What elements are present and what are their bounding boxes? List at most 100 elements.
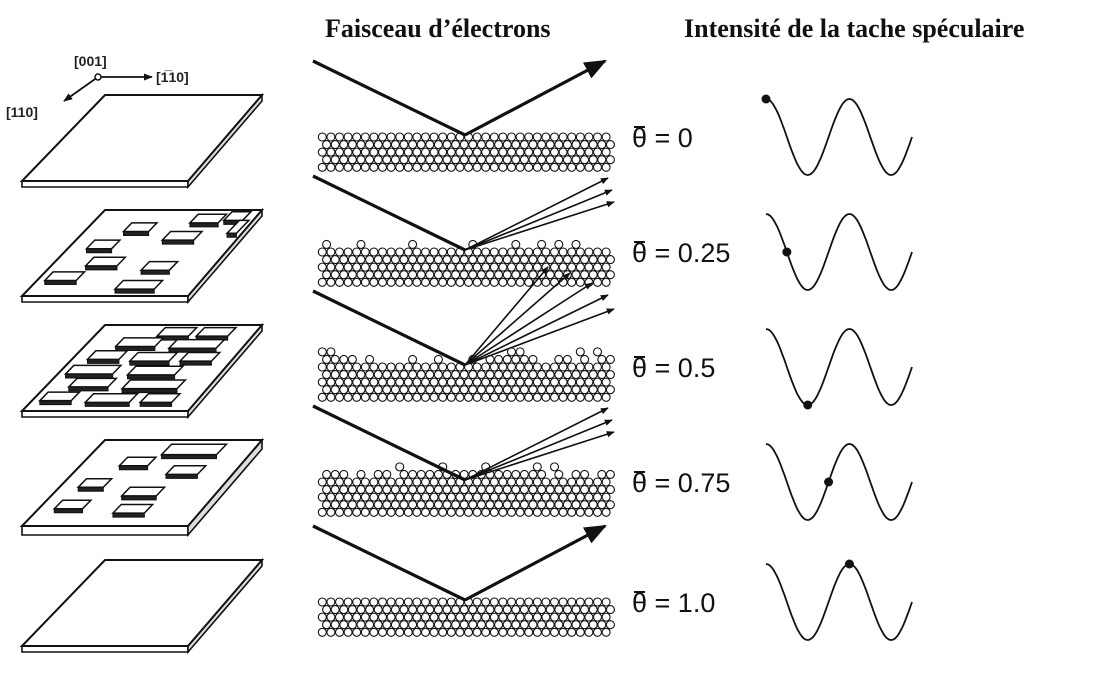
atom (352, 392, 362, 402)
atom (592, 147, 603, 157)
atom (347, 270, 357, 280)
atom (567, 597, 577, 607)
atom (438, 507, 448, 517)
atom (347, 370, 357, 380)
atom (506, 277, 517, 287)
atom (541, 377, 551, 387)
island (194, 326, 238, 337)
adatom (519, 469, 529, 479)
atom (545, 620, 555, 630)
atom (494, 620, 504, 630)
atom (549, 392, 560, 402)
atom (322, 485, 332, 495)
atom (584, 507, 594, 517)
atom (425, 155, 435, 165)
atom (580, 270, 590, 280)
atom (601, 162, 611, 172)
atom (334, 162, 345, 172)
atom (524, 247, 534, 257)
atom (584, 597, 594, 607)
atom (386, 477, 396, 487)
atom (459, 385, 469, 395)
atom (360, 627, 370, 637)
atom (416, 385, 426, 395)
atom (567, 162, 577, 172)
intensity-curve-2 (765, 328, 913, 410)
atom (369, 147, 379, 157)
atom (352, 597, 362, 607)
atom (347, 140, 357, 150)
atom (386, 492, 396, 502)
island (67, 377, 119, 388)
atom (549, 597, 560, 607)
atom (541, 247, 551, 257)
atom (592, 612, 603, 622)
intensity-curve-3 (765, 443, 913, 521)
atom (395, 507, 405, 517)
atom (567, 627, 577, 637)
adatom (605, 469, 615, 479)
atom (446, 477, 456, 487)
atom (554, 155, 564, 165)
atom (352, 262, 362, 272)
atom (317, 262, 327, 272)
atom (472, 392, 482, 402)
atom (541, 507, 551, 517)
atom (575, 362, 585, 372)
atom (506, 362, 517, 372)
intensity-curve-4 (765, 559, 913, 641)
atom (343, 277, 353, 287)
atom (403, 612, 413, 622)
diffracted-ray (464, 308, 615, 366)
atom (605, 385, 615, 395)
atom (532, 392, 542, 402)
atom (558, 262, 568, 272)
island (83, 393, 140, 404)
atom (519, 605, 529, 615)
atom (429, 507, 439, 517)
atom (588, 605, 598, 615)
atom (481, 492, 491, 502)
diffracted-ray (464, 272, 571, 366)
diffracted-ray (464, 419, 613, 481)
atom (463, 147, 474, 157)
atom (588, 140, 598, 150)
atom (597, 140, 607, 150)
adatom (356, 469, 366, 479)
axis-label-001: [001] (74, 53, 107, 69)
adatom (511, 354, 521, 364)
atom (343, 362, 353, 372)
island (117, 456, 158, 467)
atom (597, 385, 607, 395)
atom (571, 370, 581, 380)
atom (597, 500, 607, 510)
atom (408, 270, 418, 280)
atom (343, 377, 353, 387)
atom (317, 132, 327, 142)
plate-1 (19, 207, 265, 305)
atom (489, 277, 499, 287)
atom (601, 492, 611, 502)
atom (519, 620, 529, 630)
atom (584, 492, 594, 502)
atom (549, 362, 560, 372)
atom (446, 147, 456, 157)
atom (524, 362, 534, 372)
adatom (322, 469, 332, 479)
atom (554, 620, 564, 630)
atom (446, 262, 456, 272)
adatom (494, 354, 504, 364)
atom (545, 605, 555, 615)
atom (502, 500, 512, 510)
adatom (515, 347, 525, 357)
atom (365, 605, 375, 615)
atom (472, 597, 482, 607)
atom (442, 155, 452, 165)
atom (386, 277, 396, 287)
curve-dot (844, 559, 854, 569)
atom (592, 132, 603, 142)
atom (532, 262, 542, 272)
atom (395, 597, 405, 607)
atom (562, 500, 572, 510)
